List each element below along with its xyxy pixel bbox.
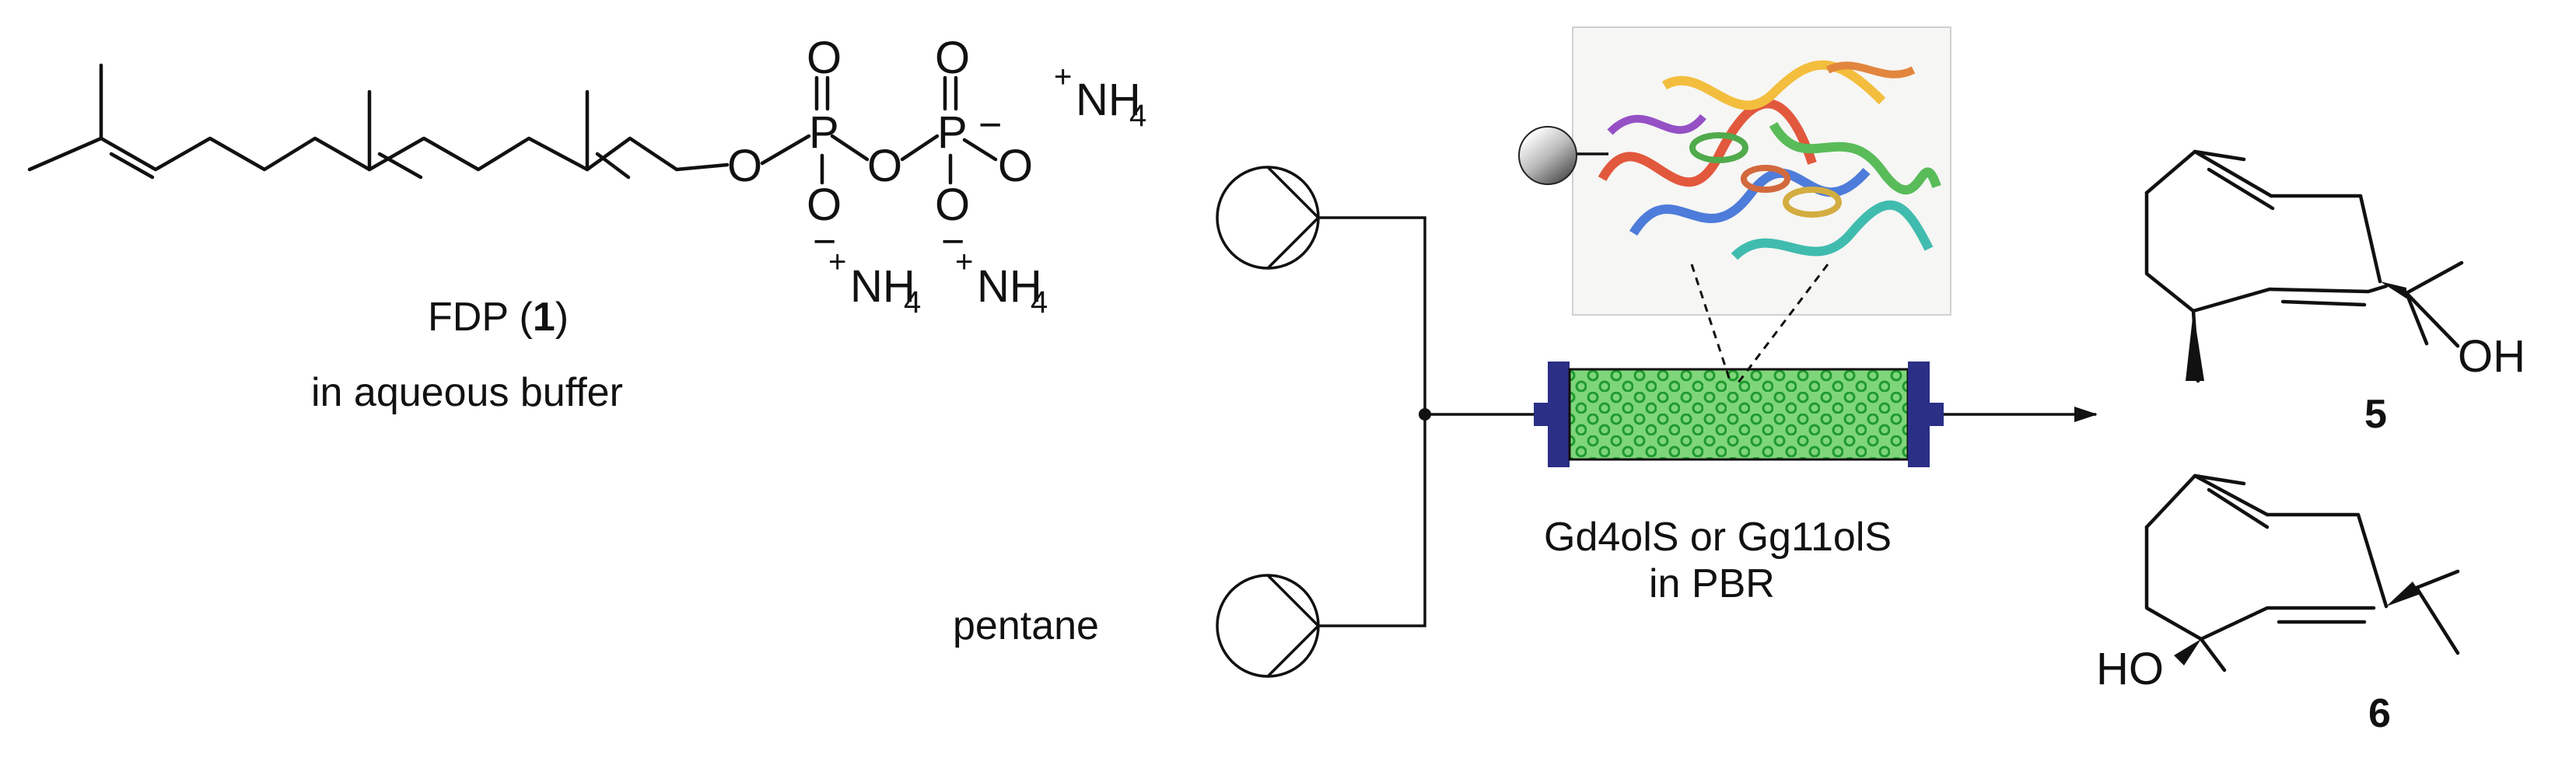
ammonium-ion-3: + NH 4 xyxy=(955,245,1048,320)
fdp-label: FDP (1) xyxy=(428,295,569,340)
reactor-enzyme-label: Gd4olS or Gg11olS xyxy=(1544,515,1892,560)
fdp-oxide-2: O xyxy=(935,180,970,230)
product-5-number: 5 xyxy=(2364,392,2387,437)
svg-text:+: + xyxy=(1054,60,1072,94)
svg-text:NH: NH xyxy=(977,261,1042,312)
fdp-phosphorus-1: P xyxy=(809,107,839,158)
fdp-oxygen-ester: O xyxy=(727,141,762,191)
mixing-junction xyxy=(1419,408,1431,421)
fdp-double-bond-1 xyxy=(109,152,155,180)
ammonium-ion-2: + NH 4 xyxy=(828,245,921,320)
fdp-double-bond-3 xyxy=(595,152,631,180)
pump-icon xyxy=(1216,166,1320,270)
svg-text:4: 4 xyxy=(1031,285,1048,320)
fdp-carbon-chain xyxy=(27,136,730,172)
protein-structure-icon xyxy=(1518,26,1951,383)
fdp-charge-2: − xyxy=(941,219,964,264)
fdp-oxo-2: O xyxy=(935,33,970,83)
svg-text:+: + xyxy=(828,245,846,279)
fdp-double-bond-2 xyxy=(377,152,423,180)
svg-text:NH: NH xyxy=(1076,75,1141,125)
fdp-medium-label: in aqueous buffer xyxy=(311,370,623,415)
product-6-hydroxyl: HO xyxy=(2096,644,2164,694)
fdp-oxo-1: O xyxy=(807,33,842,83)
pentane-label: pentane xyxy=(953,603,1099,648)
fdp-phosphorus-2: P xyxy=(937,107,968,158)
fdp-oxygen-bridge: O xyxy=(867,141,902,191)
tubing xyxy=(1318,216,1534,627)
svg-text:NH: NH xyxy=(850,261,915,312)
pump-icon xyxy=(1216,574,1320,678)
product-5-structure xyxy=(2144,149,2464,383)
product-6-structure xyxy=(2144,473,2460,672)
product-6-number: 6 xyxy=(2368,691,2391,736)
fdp-charge-terminal: − xyxy=(978,103,1002,148)
reactor-setup-label: in PBR xyxy=(1649,561,1775,606)
fdp-structure: O P O P O − O O − O O − + NH 4 + xyxy=(27,33,1146,320)
fdp-charge-1: − xyxy=(813,219,836,264)
svg-text:+: + xyxy=(955,245,973,279)
fdp-oxide-1: O xyxy=(807,180,842,230)
ammonium-ion-1: + NH 4 xyxy=(1054,60,1146,133)
svg-text:4: 4 xyxy=(1129,99,1146,133)
bead-sphere-icon xyxy=(1518,126,1577,185)
svg-text:4: 4 xyxy=(904,285,921,320)
fdp-oxygen-terminal: O xyxy=(998,141,1033,191)
product-5-hydroxyl: OH xyxy=(2458,331,2525,382)
packed-bed-reactor-icon xyxy=(1534,362,1944,467)
